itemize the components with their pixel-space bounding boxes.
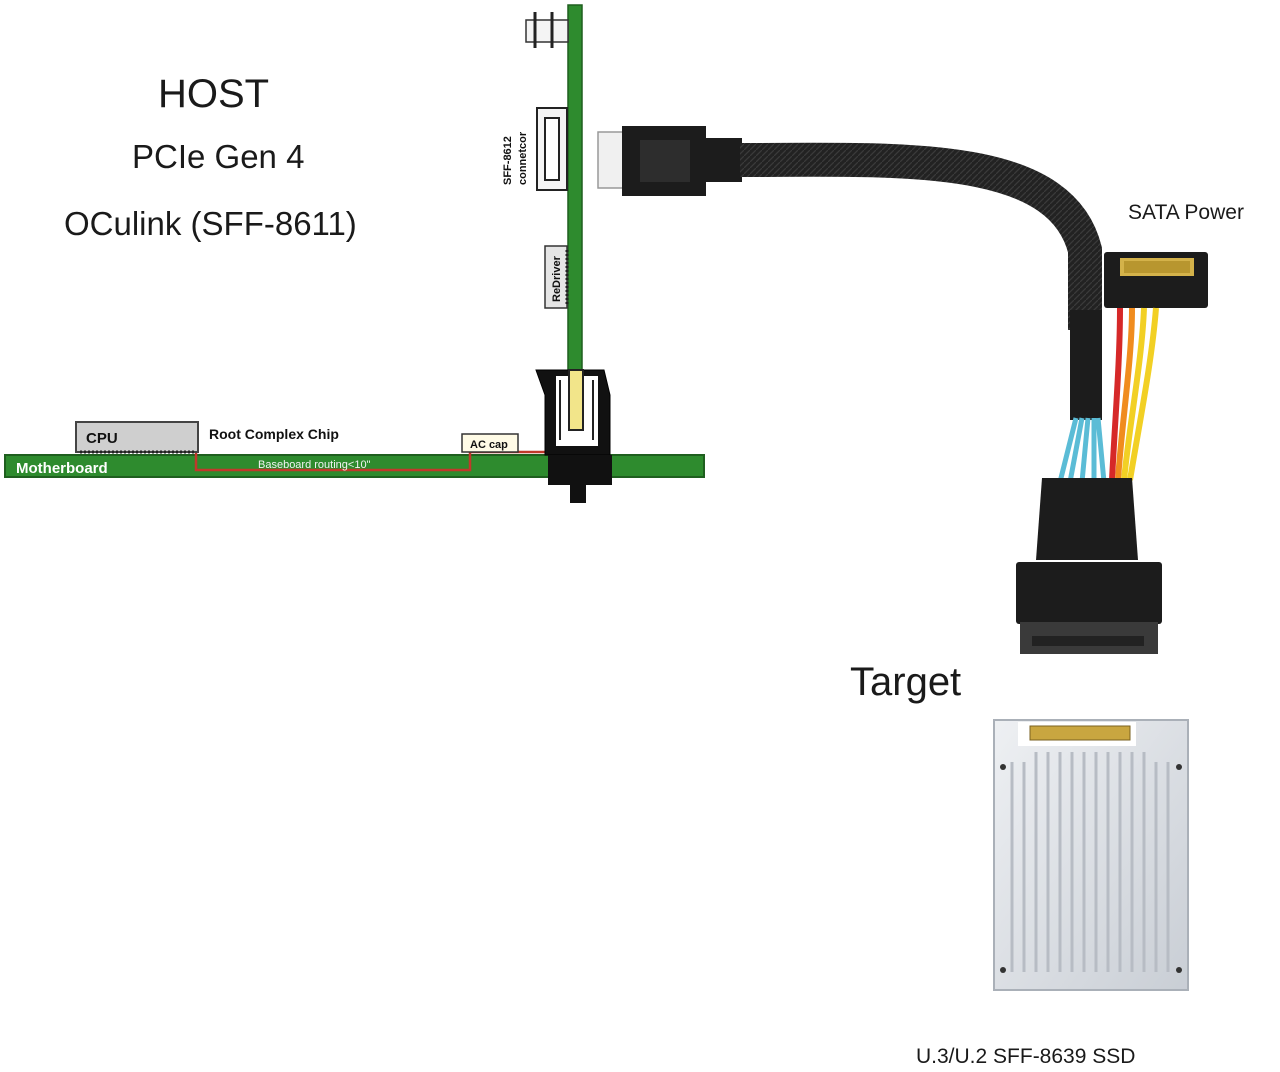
ssd-label: U.3/U.2 SFF-8639 SSD [916, 1045, 1136, 1068]
motherboard-label: Motherboard [16, 460, 108, 477]
cpu-label: CPU [86, 430, 118, 447]
root-complex-label: Root Complex Chip [209, 426, 339, 442]
sata-wires [1109, 307, 1159, 481]
host-port: OCulink (SFF-8611) [64, 205, 357, 242]
target-title: Target [850, 660, 962, 704]
host-interface: PCIe Gen 4 [132, 138, 305, 175]
host-title: HOST [158, 72, 270, 116]
cable-sleeve [1070, 310, 1102, 420]
pcie-slot [535, 369, 612, 503]
connector-label-line1: SFF-8612 [502, 136, 514, 185]
motherboard: Motherboard Baseboard routing<10" [4, 450, 705, 478]
cpu-chip: CPU [75, 421, 199, 454]
riser-card: ReDriver SFF-8612 connetcor [502, 4, 583, 374]
ac-cap-label: AC cap [470, 439, 508, 451]
connector-label-line2: connetcor [517, 131, 529, 185]
ssd-fins [1010, 752, 1170, 972]
ac-cap: AC cap [461, 433, 519, 453]
sata-power-connector [1104, 252, 1208, 308]
oculink-plug [597, 126, 742, 196]
sata-power-label: SATA Power [1128, 201, 1244, 224]
data-wires [1057, 417, 1107, 483]
braided-cable [739, 142, 1102, 330]
ssd-drive [993, 719, 1189, 991]
routing-label: Baseboard routing<10" [258, 459, 371, 471]
redriver-label: ReDriver [551, 255, 563, 302]
sff8639-connector [1016, 478, 1162, 654]
